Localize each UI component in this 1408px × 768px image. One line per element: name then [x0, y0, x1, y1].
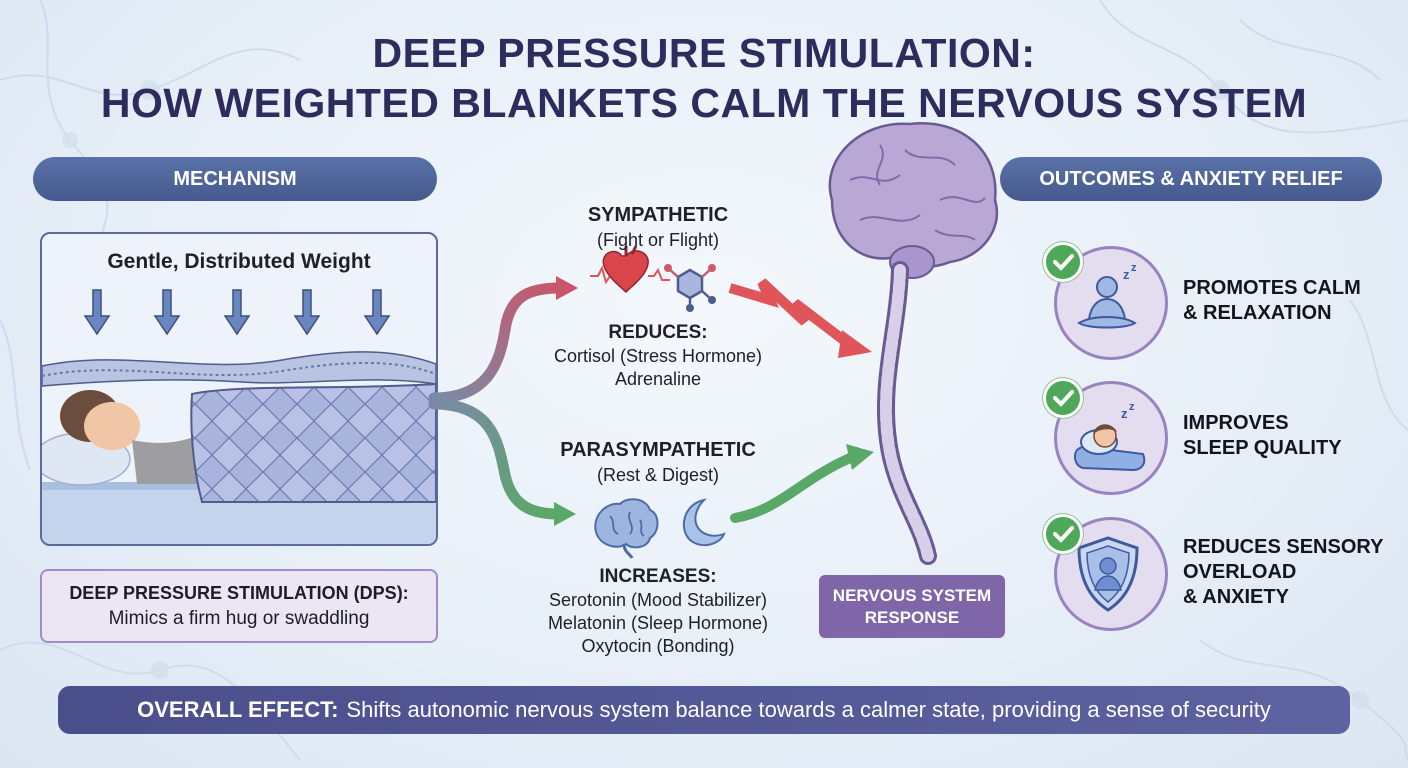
- nervous-system-response-box: NERVOUS SYSTEM RESPONSE: [819, 575, 1005, 638]
- page-title-line2: HOW WEIGHTED BLANKETS CALM THE NERVOUS S…: [100, 80, 1308, 126]
- down-arrow-icon: [293, 289, 321, 336]
- brain-icon: [594, 498, 659, 559]
- reduces-label: REDUCES:: [608, 322, 708, 343]
- stress-zigzag-arrow: [728, 278, 854, 349]
- svg-text:z: z: [1129, 401, 1135, 413]
- sleeping-person-icon: z z: [1074, 401, 1146, 472]
- shield-person-icon: [1077, 536, 1139, 612]
- ns-box-line2: RESPONSE: [864, 607, 960, 627]
- person-face: [84, 402, 140, 450]
- page-title-line1: DEEP PRESSURE STIMULATION:: [372, 30, 1036, 76]
- mechanism-panel: Gentle, Distributed Weight: [40, 232, 438, 546]
- outcomes-header: OUTCOMES & ANXIETY RELIEF: [1000, 157, 1382, 201]
- sympathetic-branch-arrow: [428, 282, 566, 404]
- outcome-line: & RELAXATION: [1183, 302, 1332, 324]
- calm-curve-arrow: [730, 453, 855, 523]
- parasympathetic-title: PARASYMPATHETIC: [560, 439, 756, 461]
- ns-box-line1: NERVOUS SYSTEM: [832, 585, 992, 605]
- moon-icon: [682, 498, 726, 547]
- parasympathetic-subtitle: (Rest & Digest): [596, 465, 720, 485]
- increases-item: Oxytocin (Bonding): [581, 636, 735, 656]
- dps-title: DEEP PRESSURE STIMULATION (DPS):: [69, 583, 409, 603]
- check-icon: [1043, 514, 1083, 554]
- sympathetic-subtitle: (Fight or Flight): [596, 230, 720, 250]
- check-icon: [1043, 378, 1083, 418]
- increases-label: INCREASES:: [599, 566, 717, 587]
- mechanism-header: MECHANISM: [33, 157, 437, 201]
- meditation-icon: z z: [1077, 262, 1137, 329]
- increases-item: Serotonin (Mood Stabilizer): [548, 590, 768, 610]
- dps-text: Mimics a firm hug or swaddling: [108, 608, 370, 629]
- overall-effect-banner: OVERALL EFFECT: Shifts autonomic nervous…: [58, 686, 1350, 734]
- dps-description-box: DEEP PRESSURE STIMULATION (DPS): Mimics …: [40, 569, 438, 643]
- hormone-molecule-icon: [664, 264, 716, 312]
- outcome-line: REDUCES SENSORY: [1183, 536, 1384, 558]
- parasympathetic-branch-arrow: [428, 398, 564, 520]
- increases-item: Melatonin (Sleep Hormone): [547, 613, 769, 633]
- reduces-item: Cortisol (Stress Hormone): [553, 346, 763, 366]
- heart-icon: [590, 245, 670, 294]
- check-icon: [1043, 242, 1083, 282]
- sympathetic-effects: REDUCES: Cortisol (Stress Hormone) Adren…: [520, 322, 796, 390]
- weighted-blanket: [190, 382, 436, 503]
- outcome-label: IMPROVES SLEEP QUALITY: [1183, 411, 1342, 461]
- outcome-line: & ANXIETY: [1183, 586, 1289, 608]
- outcome-label: PROMOTES CALM & RELAXATION: [1183, 276, 1361, 326]
- blanket-top-band: [42, 351, 436, 387]
- overall-effect-text: Shifts autonomic nervous system balance …: [346, 697, 1271, 722]
- panel-title: Gentle, Distributed Weight: [107, 250, 371, 273]
- outcome-line: SLEEP QUALITY: [1183, 437, 1342, 459]
- outcome-circle: z z: [1054, 381, 1168, 495]
- outcome-circle: z z: [1054, 246, 1168, 360]
- overall-effect-label: OVERALL EFFECT:: [137, 697, 339, 722]
- outcome-label: REDUCES SENSORY OVERLOAD & ANXIETY: [1183, 535, 1383, 610]
- outcome-line: IMPROVES: [1183, 412, 1289, 434]
- down-arrow-icon: [223, 289, 251, 336]
- outcome-line: OVERLOAD: [1183, 561, 1297, 583]
- svg-text:z: z: [1121, 406, 1128, 421]
- parasympathetic-effects: INCREASES: Serotonin (Mood Stabilizer) M…: [510, 566, 806, 657]
- svg-text:z: z: [1123, 267, 1130, 282]
- brain-spine-illustration: [828, 122, 998, 565]
- outcome-circle: [1054, 517, 1168, 631]
- pressure-arrows: [83, 289, 391, 336]
- parasympathetic-section: PARASYMPATHETIC (Rest & Digest): [510, 439, 806, 486]
- down-arrow-icon: [83, 289, 111, 336]
- sympathetic-title: SYMPATHETIC: [587, 204, 729, 226]
- down-arrow-icon: [153, 289, 181, 336]
- blanket-illustration: [42, 289, 436, 544]
- down-arrow-icon: [363, 289, 391, 336]
- sympathetic-section: SYMPATHETIC (Fight or Flight): [520, 204, 796, 251]
- outcome-line: PROMOTES CALM: [1183, 277, 1361, 299]
- svg-text:z: z: [1131, 262, 1137, 274]
- reduces-item: Adrenaline: [614, 369, 702, 389]
